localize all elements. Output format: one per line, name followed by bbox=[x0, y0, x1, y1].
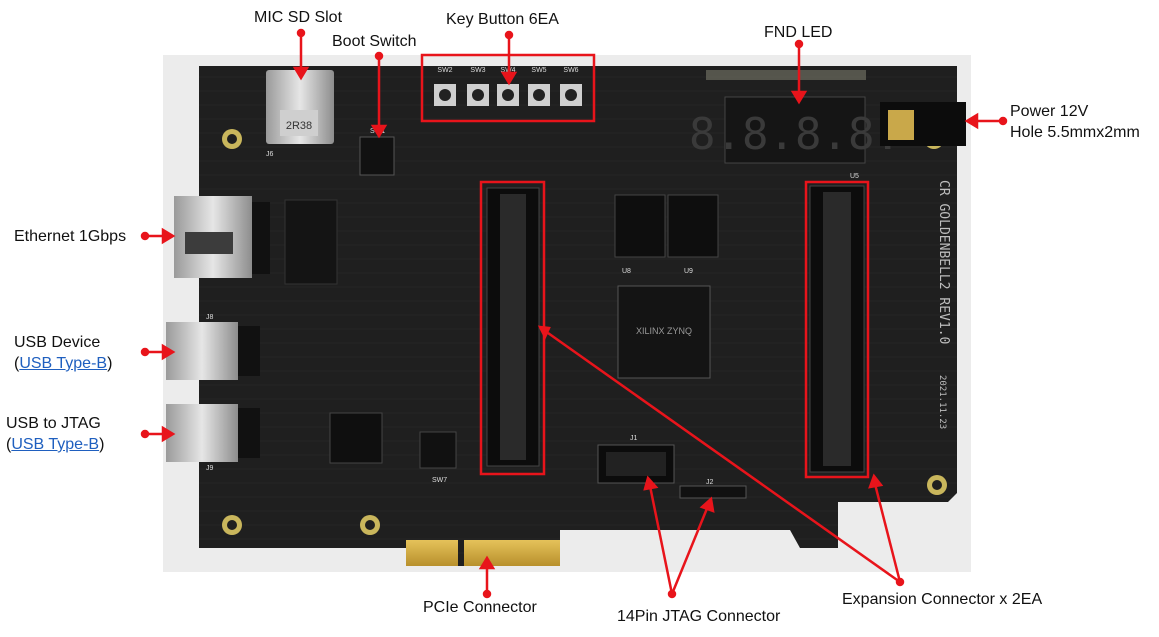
usb-device-type-link[interactable]: USB Type-B bbox=[19, 355, 108, 372]
ddr-chip-u8 bbox=[614, 194, 666, 258]
sw-label: SW3 bbox=[470, 67, 485, 74]
ddr-chip-u9 bbox=[667, 194, 719, 258]
fnd-display bbox=[724, 96, 866, 164]
label-usb-jtag: USB to JTAG bbox=[6, 415, 101, 432]
ref-j2: J2 bbox=[706, 479, 714, 486]
boot-switch bbox=[359, 136, 395, 176]
jtag-ic bbox=[329, 412, 383, 464]
label-usb-device-type: (USB Type-B) bbox=[14, 355, 113, 372]
label-usb-device: USB Device bbox=[14, 334, 101, 351]
fnd-digits: 8.8.8.8. bbox=[689, 109, 901, 160]
expansion-connector-right bbox=[809, 185, 865, 473]
usb-device-jack bbox=[166, 322, 238, 380]
sw-label: SW5 bbox=[531, 67, 546, 74]
silkscreen-date: 2021.11.23 bbox=[937, 375, 947, 429]
label-fnd-led: FND LED bbox=[764, 24, 833, 41]
label-ethernet: Ethernet 1Gbps bbox=[14, 228, 127, 245]
ref-j8: J8 bbox=[206, 314, 214, 321]
ref-sw7: SW7 bbox=[432, 477, 447, 484]
label-power-line2: Hole 5.5mmx2mm bbox=[1010, 124, 1140, 141]
ref-j6: J6 bbox=[266, 151, 274, 158]
zynq-soc bbox=[617, 285, 711, 379]
sw-label: SW6 bbox=[563, 67, 578, 74]
sw-label: SW2 bbox=[437, 67, 452, 74]
usb-jtag-jack bbox=[166, 404, 238, 462]
label-power-line1: Power 12V bbox=[1010, 103, 1089, 120]
usb-jtag-type-link[interactable]: USB Type-B bbox=[11, 436, 100, 453]
label-pcie: PCIe Connector bbox=[423, 599, 537, 616]
label-jtag14: 14Pin JTAG Connector bbox=[617, 608, 781, 625]
expansion-connector-left bbox=[486, 187, 540, 467]
ref-u5: U5 bbox=[850, 173, 859, 180]
label-expansion: Expansion Connector x 2EA bbox=[842, 591, 1043, 608]
chip-marking: XILINX ZYNQ bbox=[636, 326, 692, 336]
label-key-button: Key Button 6EA bbox=[446, 11, 559, 28]
label-usb-jtag-type: (USB Type-B) bbox=[6, 436, 105, 453]
label-boot-switch: Boot Switch bbox=[332, 33, 417, 50]
ref-j1: J1 bbox=[630, 435, 638, 442]
sd-marking: 2R38 bbox=[286, 120, 312, 132]
ref-u8: U8 bbox=[622, 268, 631, 275]
callout-arrows bbox=[140, 28, 1008, 599]
silkscreen-title: CR GOLDENBELL2 REV1.0 bbox=[936, 180, 951, 344]
pcie-fingers bbox=[406, 540, 560, 566]
ref-u9: U9 bbox=[684, 268, 693, 275]
ref-j9: J9 bbox=[206, 465, 214, 472]
label-mic-sd: MIC SD Slot bbox=[254, 9, 343, 26]
